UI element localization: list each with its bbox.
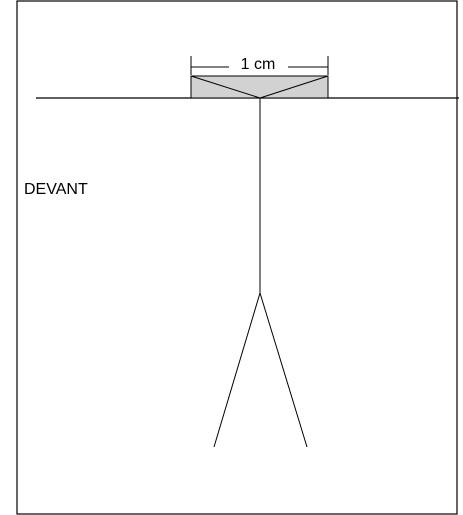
block-diagonal-left (190, 75, 261, 99)
leg-right (259, 292, 308, 448)
side-label: DEVANT (24, 181, 88, 198)
gray-block (190, 75, 329, 99)
scale-bar: 1 cm (190, 56, 329, 75)
diagram-frame (16, 0, 458, 515)
leg-left (213, 292, 261, 448)
block-diagonal-right (259, 75, 329, 99)
scale-label: 1 cm (241, 56, 276, 73)
